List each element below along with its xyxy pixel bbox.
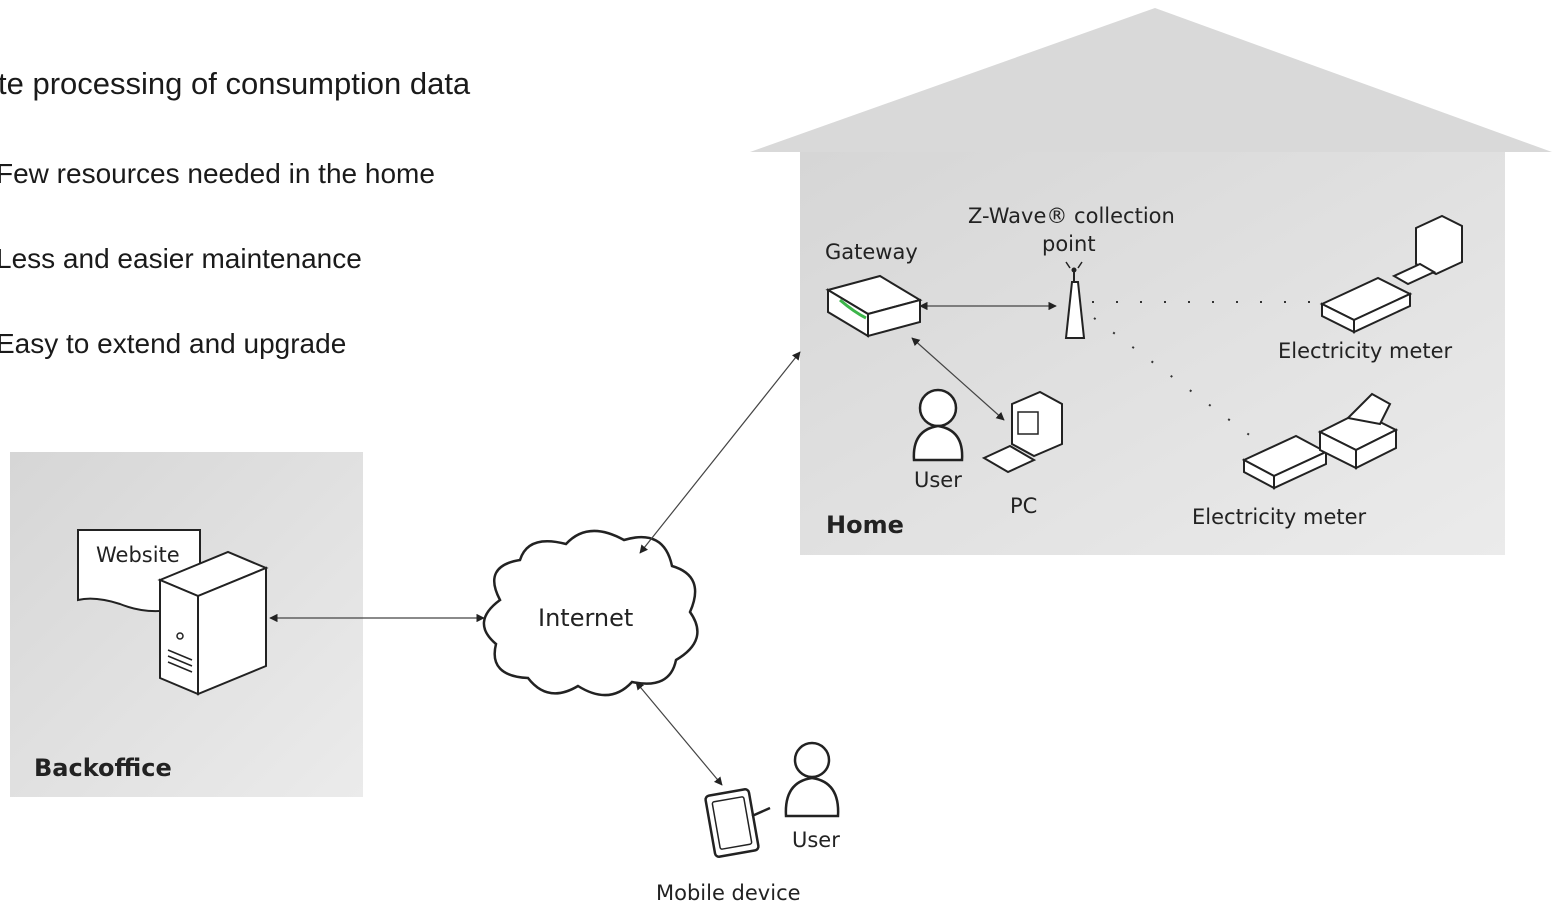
antenna-icon (1064, 261, 1086, 339)
internet-mobile-link (635, 681, 723, 786)
pc-icon (981, 390, 1063, 474)
user-icon (912, 388, 964, 462)
computer-icon (1391, 214, 1463, 286)
house-roof (750, 8, 1552, 152)
mobile-device-label: Mobile device (656, 881, 801, 905)
gateway-pc-link (911, 337, 1005, 421)
printer-icon (1317, 392, 1399, 470)
server-icon (157, 550, 269, 696)
electricity-meter-icon (1319, 276, 1413, 334)
collection-point-label: point (1042, 232, 1096, 256)
pc-label: PC (1010, 494, 1037, 518)
home-user-label: User (914, 468, 962, 492)
backoffice-label: Backoffice (34, 754, 172, 782)
internet-cloud-icon (482, 529, 699, 697)
internet-home-link (639, 351, 801, 554)
internet-label: Internet (538, 604, 633, 632)
tablet-icon (704, 788, 771, 858)
home-label: Home (826, 511, 904, 539)
meter-bottom-label: Electricity meter (1192, 505, 1367, 529)
meter-top-label: Electricity meter (1278, 339, 1453, 363)
bullet-item: Few resources needed in the home (0, 158, 435, 189)
slide-heading: te processing of consumption data (0, 66, 471, 101)
collection-point-label: Z-Wave® collection (968, 204, 1175, 228)
bullet-item: Less and easier maintenance (0, 243, 362, 274)
gateway-icon (825, 274, 923, 338)
website-label: Website (96, 543, 180, 567)
user-icon (784, 741, 840, 818)
bullet-item: Easy to extend and upgrade (0, 328, 347, 359)
gateway-label: Gateway (825, 240, 918, 264)
wireless-link-bottom (1093, 317, 1257, 441)
mobile-user-label: User (792, 828, 840, 852)
